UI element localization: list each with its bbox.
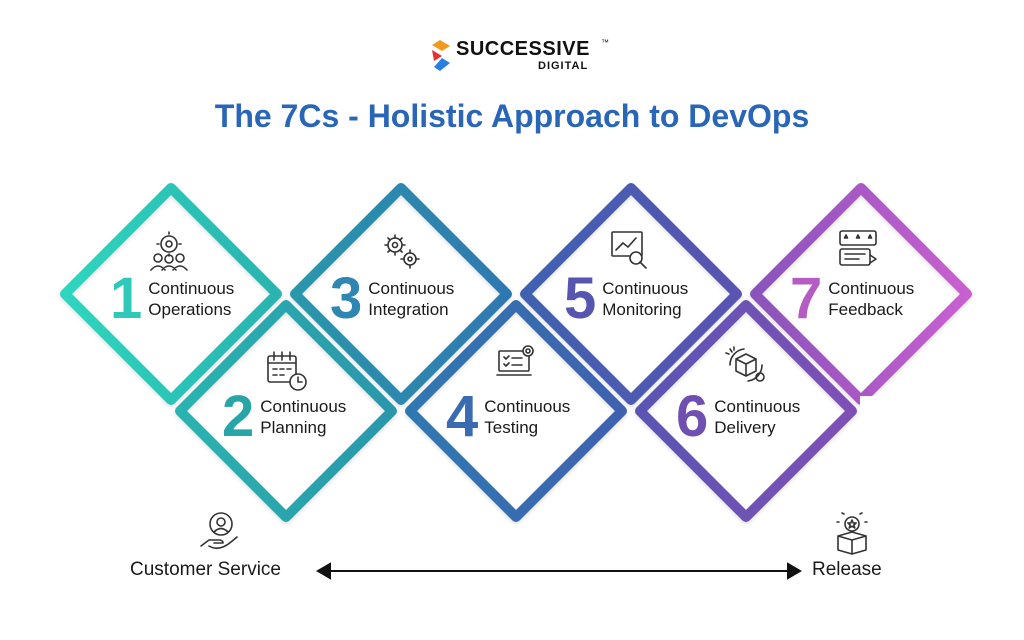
star-review-icon <box>839 230 877 266</box>
step-4-number: 4 <box>446 384 479 449</box>
step-3-line2: Integration <box>368 300 449 319</box>
brand-trademark: ™ <box>601 38 609 47</box>
brand-name: SUCCESSIVE <box>456 38 590 60</box>
diamond-5 <box>520 183 742 405</box>
customer-service-label: Customer Service <box>130 559 281 580</box>
timeline-arrow <box>316 562 802 580</box>
brand-subtitle: DIGITAL <box>538 60 589 72</box>
step-6-line1: Continuous <box>714 397 801 416</box>
step-5-number: 5 <box>564 266 597 331</box>
step-3-number: 3 <box>330 266 363 331</box>
step-1-line2: Operations <box>148 300 232 319</box>
calendar-clock-icon <box>267 351 307 391</box>
step-2-line2: Planning <box>260 418 327 437</box>
page-title: The 7Cs - Holistic Approach to DevOps <box>214 98 810 134</box>
diamond-3 <box>290 183 512 405</box>
step-6-line2: Delivery <box>714 418 776 437</box>
step-6-number: 6 <box>676 384 709 449</box>
laptop-checklist-icon <box>496 345 534 376</box>
step-7-number: 7 <box>790 266 823 331</box>
team-gear-icon <box>150 231 188 271</box>
diamond-4 <box>405 300 627 522</box>
release-box-icon <box>836 512 868 555</box>
step-4-line1: Continuous <box>484 397 571 416</box>
box-cycle-icon <box>725 346 765 382</box>
diamond-2 <box>175 300 397 522</box>
step-7-line1: Continuous <box>828 279 915 298</box>
brand-logo: SUCCESSIVE ™ DIGITAL <box>430 38 630 74</box>
step-3-line1: Continuous <box>368 279 455 298</box>
step-1-line1: Continuous <box>148 279 235 298</box>
step-5-line1: Continuous <box>602 279 689 298</box>
diamond-6 <box>635 300 857 522</box>
release-label: Release <box>812 559 882 580</box>
step-7-line2: Feedback <box>828 300 903 319</box>
step-2-number: 2 <box>222 384 255 449</box>
gears-icon <box>384 234 420 269</box>
step-1-number: 1 <box>110 266 143 331</box>
diamond-1 <box>60 183 282 405</box>
chart-magnifier-icon <box>611 231 647 269</box>
step-5-line2: Monitoring <box>602 300 682 319</box>
step-4-line2: Testing <box>484 418 539 437</box>
step-2-line1: Continuous <box>260 397 347 416</box>
customer-service-icon <box>200 512 238 550</box>
brand-mark-icon <box>432 40 450 71</box>
